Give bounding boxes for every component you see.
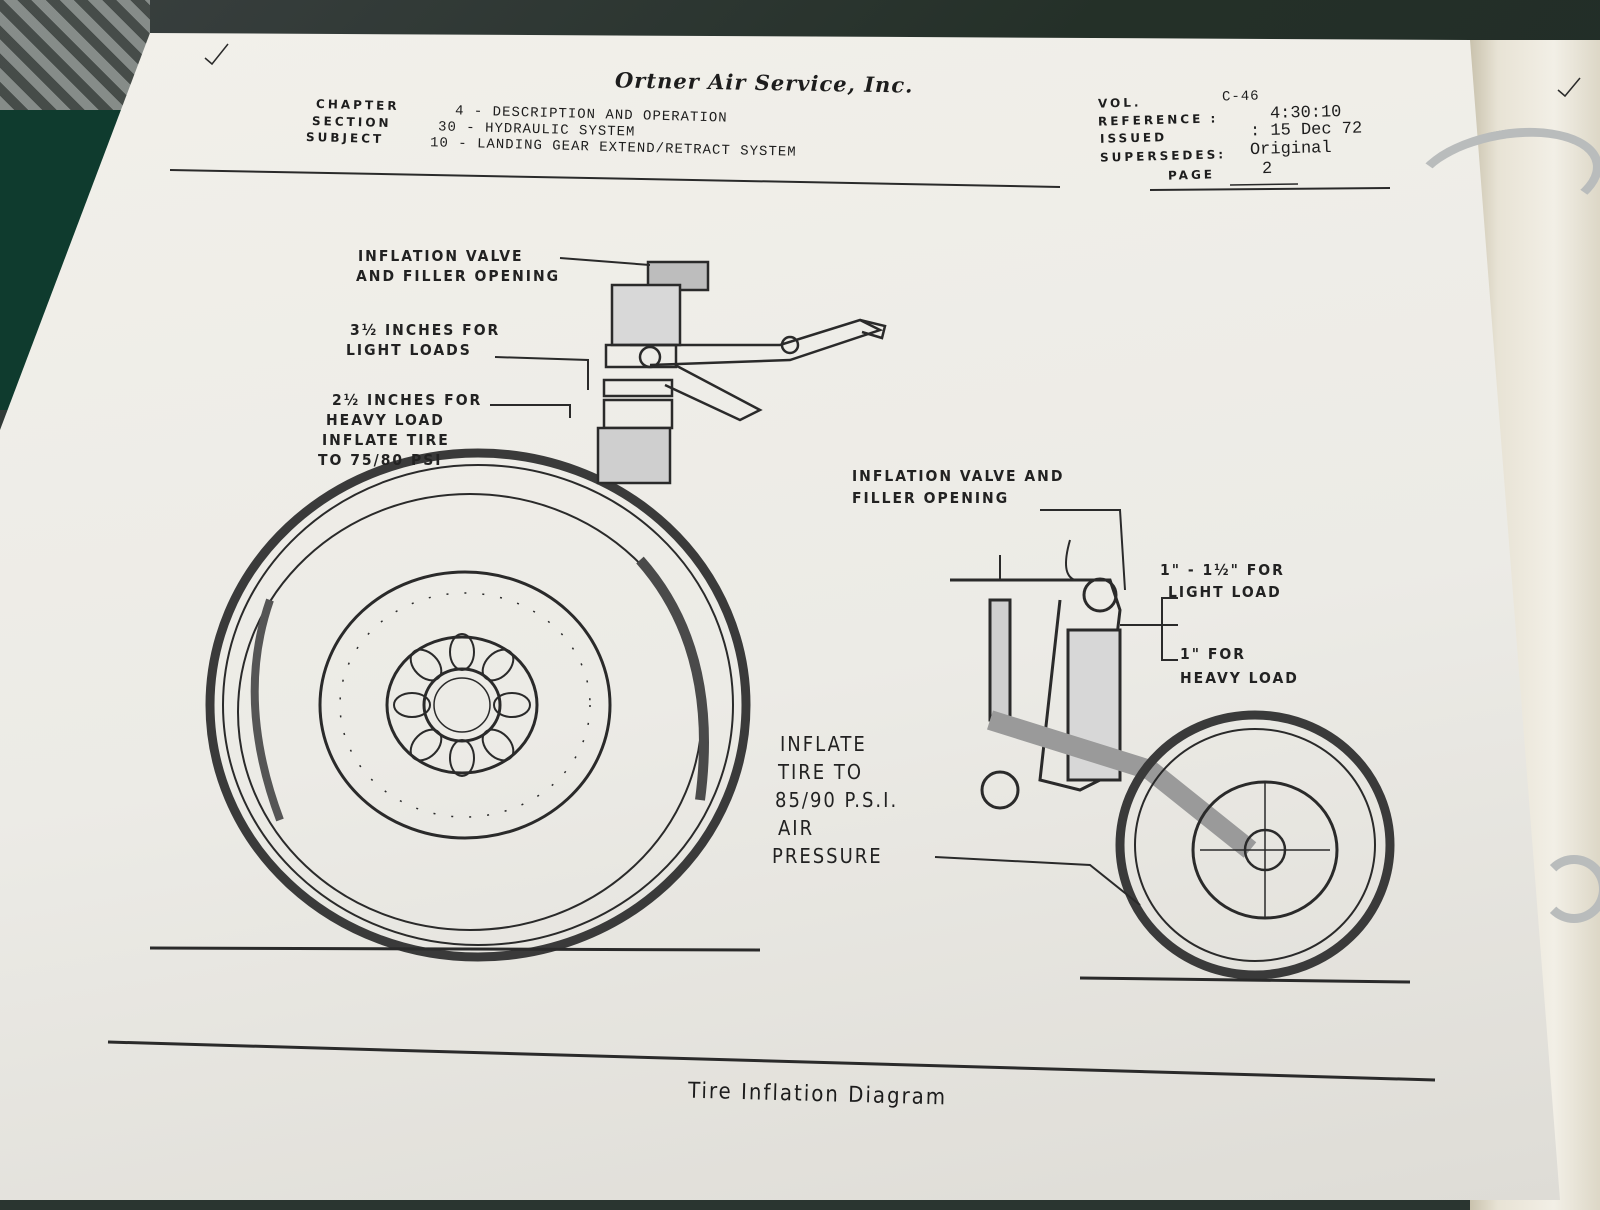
main-valve-label-line1: INFLATION VALVE [358,247,524,265]
tail-ground-line [1079,976,1411,984]
tail-light-load-line1: 1" - 1½" FOR [1160,561,1285,579]
tail-inflate-line2: TIRE TO [778,760,864,784]
main-ground-line [149,946,761,952]
check-mark-next-page [1557,77,1581,98]
main-wheel-spokes [393,633,531,777]
tail-inflate-line1: INFLATE [780,732,867,756]
main-inflate-line2: TO 75/80 PSI [318,451,443,469]
leader-main-light [494,356,589,390]
tail-heavy-load-line2: HEAVY LOAD [1180,669,1299,687]
check-mark [204,43,229,66]
tail-heavy-load-line1: 1" FOR [1180,645,1246,663]
leader-main-valve [559,257,651,266]
tail-inflate-line3: 85/90 P.S.I. [775,788,899,812]
tail-light-load-line2: LIGHT LOAD [1168,583,1282,601]
main-gear-tire [205,448,751,962]
header-rule [169,169,1061,188]
main-light-load-line1: 3½ INCHES FOR [350,321,501,339]
fabric-background [0,0,150,110]
tail-valve-label-line1: INFLATION VALVE AND [852,467,1065,485]
leader-tail-inflate [934,856,1141,906]
tail-inflate-line5: PRESSURE [772,844,883,868]
tail-gear-tire [1115,710,1395,980]
header-rule-right [1149,187,1391,191]
main-valve-label-line2: AND FILLER OPENING [356,267,561,285]
leader-tail-valve [1040,509,1126,591]
leader-main-heavy [490,404,571,418]
tail-inflate-line4: AIR [778,816,815,840]
main-gear-strut [596,260,887,485]
main-inflate-line1: INFLATE TIRE [322,431,450,449]
main-heavy-load-line1: 2½ INCHES FOR [332,391,483,409]
page-underline [1229,183,1299,186]
main-light-load-line2: LIGHT LOADS [346,341,472,359]
leader-tail-light [1161,597,1178,640]
leader-tail-heavy [1161,640,1178,661]
main-heavy-load-line2: HEAVY LOAD [326,411,445,429]
caption-rule [107,1040,1436,1082]
tail-valve-label-line2: FILLER OPENING [852,489,1010,507]
